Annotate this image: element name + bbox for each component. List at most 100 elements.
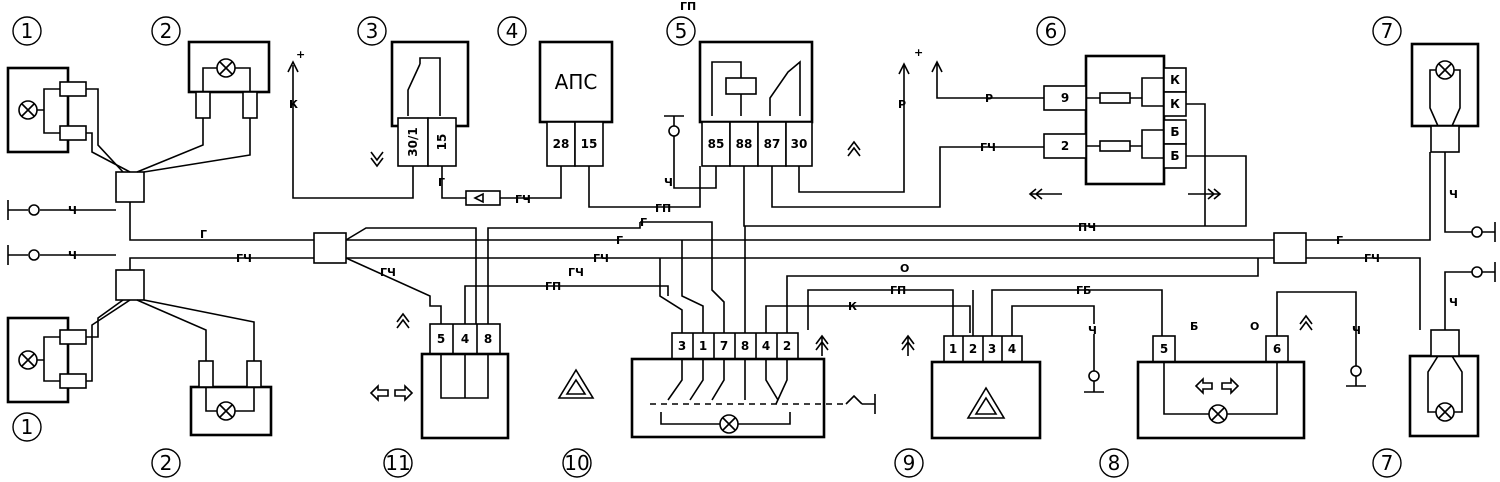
connector-left-top (115, 171, 145, 203)
svg-text:1: 1 (949, 342, 957, 356)
svg-text:7: 7 (720, 339, 728, 353)
svg-text:15: 15 (581, 137, 598, 151)
callout-4: 4 (497, 16, 527, 46)
svg-text:+: + (296, 48, 305, 61)
svg-text:Ч: Ч (1449, 188, 1458, 201)
svg-text:30/1: 30/1 (406, 127, 420, 156)
front-lamp-bottom (6, 316, 87, 404)
svg-text:11: 11 (385, 451, 410, 475)
svg-text:Г: Г (200, 228, 207, 241)
svg-text:5: 5 (437, 332, 445, 346)
svg-text:Ч: Ч (664, 176, 673, 189)
svg-text:ГЧ: ГЧ (236, 252, 252, 265)
fuse-icon (1099, 92, 1131, 104)
callout-11: 11 (383, 448, 413, 478)
svg-text:2: 2 (160, 19, 173, 43)
svg-text:1: 1 (21, 19, 34, 43)
svg-text:9: 9 (903, 451, 916, 475)
svg-text:7: 7 (1381, 451, 1394, 475)
svg-text:АПС: АПС (555, 70, 598, 94)
svg-text:Б: Б (1190, 320, 1198, 333)
svg-text:3: 3 (678, 339, 686, 353)
svg-text:28: 28 (553, 137, 570, 151)
svg-text:К: К (1170, 97, 1180, 111)
svg-text:К: К (848, 300, 857, 313)
connector-right (1273, 232, 1307, 264)
svg-text:Б: Б (1170, 125, 1179, 139)
svg-text:1: 1 (21, 415, 34, 439)
svg-text:4: 4 (461, 332, 469, 346)
svg-text:Р: Р (985, 92, 993, 105)
svg-text:О: О (1250, 320, 1259, 333)
ground-icon (7, 200, 40, 220)
svg-text:Р: Р (898, 98, 906, 111)
svg-text:88: 88 (736, 137, 753, 151)
svg-text:ГП: ГП (890, 284, 906, 297)
connector-center (313, 232, 347, 264)
svg-text:Ч: Ч (1352, 324, 1361, 337)
svg-text:+: + (914, 46, 923, 59)
side-repeater-top (187, 40, 271, 119)
svg-text:8: 8 (741, 339, 749, 353)
svg-text:4: 4 (762, 339, 770, 353)
ground-icon (1084, 334, 1104, 393)
fuse-block-6: 9 2 К К Б Б (1043, 54, 1187, 186)
svg-text:ГБ: ГБ (1076, 284, 1091, 297)
svg-text:К: К (1170, 73, 1180, 87)
svg-text:Г: Г (616, 234, 623, 247)
svg-text:5: 5 (675, 19, 688, 43)
callout-5: 5 (666, 16, 696, 46)
svg-text:7: 7 (1381, 19, 1394, 43)
svg-text:6: 6 (1045, 19, 1058, 43)
svg-text:Б: Б (1170, 149, 1179, 163)
svg-text:Г: Г (640, 216, 647, 229)
ground-icon (1471, 262, 1496, 282)
svg-text:Г: Г (1336, 234, 1343, 247)
callout-6: 6 (1036, 16, 1066, 46)
svg-text:30: 30 (791, 137, 808, 151)
hazard-switch-10: 3 1 7 8 4 2 (630, 332, 876, 439)
front-lamp-top (6, 66, 87, 154)
callout-1-bottom: 1 (12, 412, 42, 442)
svg-text:О: О (900, 262, 909, 275)
left-wiring (40, 88, 314, 382)
ground-icon (664, 115, 684, 137)
svg-text:ГЧ: ГЧ (980, 141, 996, 154)
svg-text:2: 2 (969, 342, 977, 356)
svg-text:8: 8 (484, 332, 492, 346)
callout-9: 9 (894, 448, 924, 478)
svg-text:ГП: ГП (680, 0, 696, 13)
svg-text:4: 4 (506, 19, 519, 43)
fuse-icon (1099, 140, 1131, 152)
side-repeater-bottom (189, 360, 273, 437)
turn-arrows-icon (369, 384, 414, 402)
callout-8: 8 (1099, 448, 1129, 478)
svg-text:Ч: Ч (68, 249, 77, 262)
svg-text:9: 9 (1061, 91, 1069, 105)
svg-text:ГП: ГП (655, 202, 671, 215)
svg-text:1: 1 (699, 339, 707, 353)
callout-7-bottom: 7 (1372, 448, 1402, 478)
svg-text:Ч: Ч (1449, 296, 1458, 309)
turn-arrows-icon (1194, 377, 1240, 395)
callout-2-top: 2 (151, 16, 181, 46)
aps-block: АПС 28 15 (538, 40, 614, 167)
svg-text:3: 3 (366, 19, 379, 43)
svg-text:ГЧ: ГЧ (380, 266, 396, 279)
svg-text:ГЧ: ГЧ (1364, 252, 1380, 265)
switch-3: 30/1 15 (390, 40, 470, 167)
hazard-unit-9: 1 2 3 4 (930, 335, 1042, 440)
svg-text:8: 8 (1108, 451, 1121, 475)
turn-indicator-8: 5 6 Б О (1136, 320, 1306, 440)
svg-text:2: 2 (783, 339, 791, 353)
svg-text:ГП: ГП (545, 280, 561, 293)
svg-text:К: К (289, 98, 298, 111)
svg-text:ПЧ: ПЧ (1078, 221, 1096, 234)
svg-text:ГЧ: ГЧ (515, 193, 531, 206)
rear-lamp-top (1410, 42, 1480, 153)
rear-lamp-bottom (1408, 329, 1480, 438)
svg-text:2: 2 (160, 451, 173, 475)
svg-text:4: 4 (1008, 342, 1016, 356)
callout-7-top: 7 (1372, 16, 1402, 46)
